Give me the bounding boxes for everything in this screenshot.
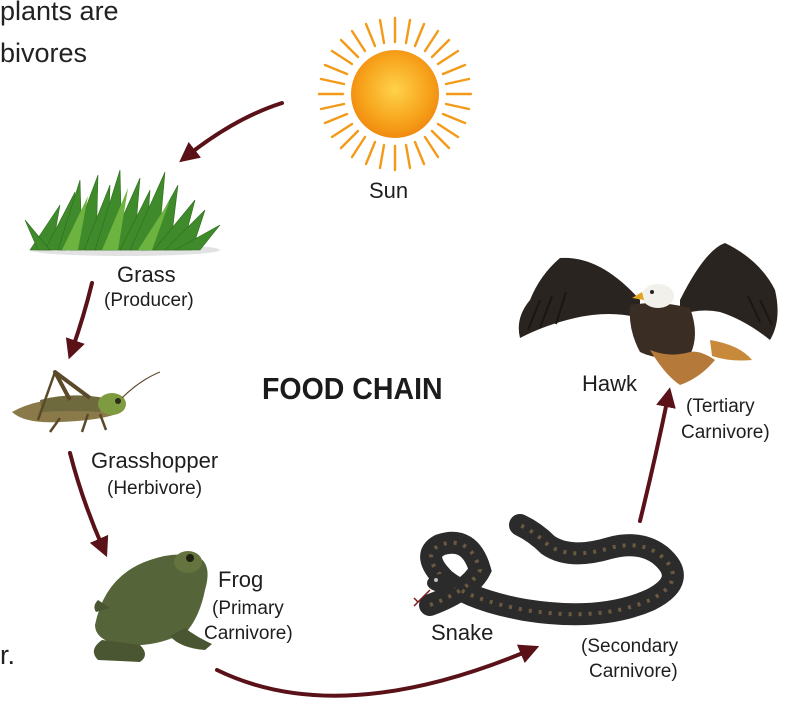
arrow-grass-to-grasshopper (72, 283, 92, 350)
grasshopper-icon (12, 372, 160, 432)
hawk-label: Hawk (582, 371, 637, 397)
frog-label: Frog (218, 567, 263, 593)
grass-role: (Producer) (104, 290, 194, 312)
grasshopper-label: Grasshopper (91, 448, 218, 474)
grass-icon (25, 170, 220, 256)
snake-role-line-1: (Secondary (581, 636, 678, 658)
hawk-role-line-2: Carnivore) (681, 422, 770, 444)
hawk-icon (519, 243, 778, 385)
snake-label: Snake (431, 620, 493, 646)
sun-icon (319, 18, 471, 170)
frog-role-line-1: (Primary (212, 598, 284, 620)
grass-label: Grass (117, 262, 176, 288)
sun-label: Sun (369, 178, 408, 204)
arrow-frog-to-snake (217, 650, 530, 696)
snake-role-line-2: Carnivore) (589, 661, 678, 683)
grasshopper-role: (Herbivore) (107, 478, 202, 500)
arrow-sun-to-grass (187, 103, 282, 156)
arrow-snake-to-hawk (640, 397, 668, 521)
diagram-title: FOOD CHAIN (262, 371, 443, 407)
snake-icon (414, 525, 673, 614)
frog-icon (94, 551, 212, 662)
frog-role-line-2: Carnivore) (204, 623, 293, 645)
hawk-role-line-1: (Tertiary (686, 396, 755, 418)
